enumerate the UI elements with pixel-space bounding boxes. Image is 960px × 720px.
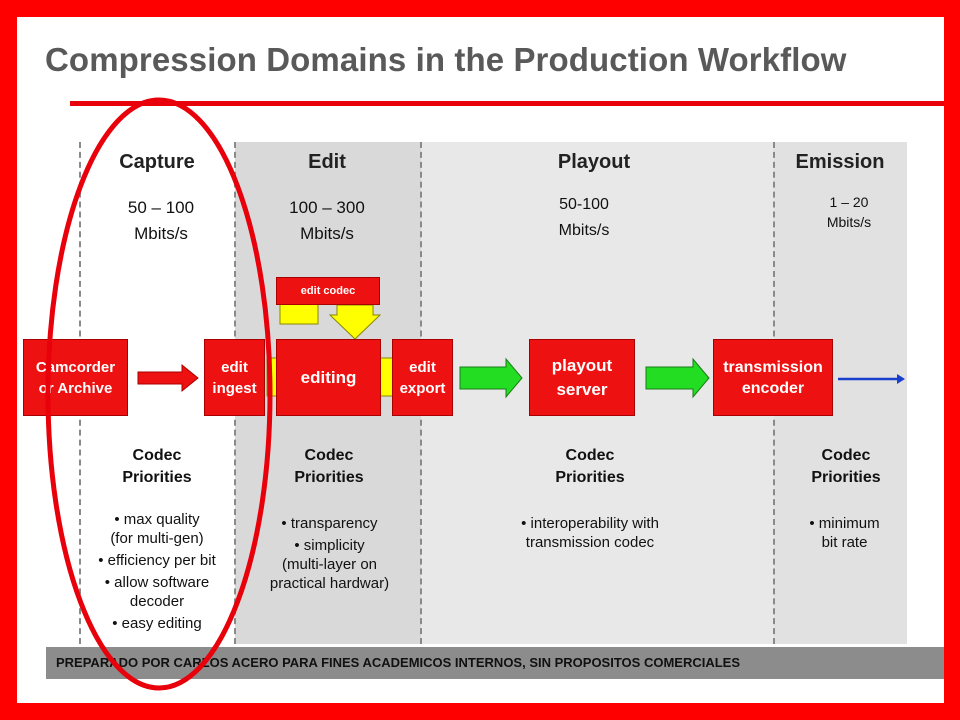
priorities-label: Priorities (811, 469, 881, 486)
bullet-item: • transparency (247, 514, 412, 533)
bullet-line: transmission codec (525, 534, 655, 551)
box-label: or Archive (38, 379, 113, 397)
bullet-item: • allow software decoder (81, 573, 233, 611)
rate-unit: Mbits/s (558, 222, 610, 239)
bullets-playout: • interoperability with transmission code… (490, 514, 690, 555)
priorities-label: Codec (565, 447, 615, 464)
bullets-emission: • minimum bit rate (787, 514, 902, 555)
edit-export-box: edit export (392, 339, 453, 416)
bullet-item: • interoperability with transmission code… (490, 514, 690, 552)
green-arrow (645, 357, 710, 399)
edit-codec-box: edit codec (276, 277, 380, 305)
bullets-edit: • transparency • simplicity (multi-layer … (247, 514, 412, 596)
bullet-line: • max quality (114, 511, 200, 528)
transmission-encoder-box: transmission encoder (713, 339, 833, 416)
yellow-down-arrow (328, 304, 382, 340)
blue-arrow-head (897, 374, 905, 384)
priorities-label: Codec (821, 447, 871, 464)
box-label: Camcorder (35, 358, 116, 376)
bullet-line: (for multi-gen) (110, 530, 204, 547)
priorities-label: Codec (304, 447, 354, 464)
box-label: editing (300, 368, 357, 387)
title-underline (70, 101, 944, 106)
priorities-label: Codec (132, 447, 182, 464)
header-emission: Emission (795, 151, 885, 173)
box-label: edit (409, 358, 436, 376)
bullets-capture: • max quality (for multi-gen) • efficienc… (81, 510, 233, 636)
box-label: encoder (741, 379, 805, 397)
bullet-line: (multi-layer on (281, 556, 378, 573)
bullet-item: • minimum bit rate (787, 514, 902, 552)
rate-value: 50-100 (559, 196, 609, 213)
bullet-line: • interoperability with (521, 515, 659, 532)
slide-title: Compression Domains in the Production Wo… (45, 41, 847, 78)
bullet-item: • easy editing (81, 614, 233, 633)
priorities-label: Priorities (122, 469, 192, 486)
edit-ingest-box: edit ingest (204, 339, 265, 416)
bullet-item: • simplicity (multi-layer on practical har… (247, 536, 412, 593)
box-label: transmission (723, 358, 823, 376)
editing-box: editing (276, 339, 381, 416)
rate-edit: 100 – 300 Mbits/s (262, 195, 392, 247)
bullet-line: • efficiency per bit (98, 552, 216, 569)
bullet-line: practical hardwar) (269, 575, 390, 592)
box-label: playout (551, 355, 613, 375)
bullet-line: • easy editing (112, 615, 202, 632)
box-label: export (399, 379, 446, 397)
footer-disclaimer: PREPARADO POR CARLOS ACERO PARA FINES AC… (46, 647, 944, 679)
green-arrow (459, 357, 523, 399)
priorities-capture: Codec Priorities (102, 445, 212, 489)
header-playout: Playout (557, 151, 631, 173)
priorities-edit: Codec Priorities (274, 445, 384, 489)
rate-emission: 1 – 20 Mbits/s (804, 192, 894, 232)
camcorder-archive-box: Camcorder or Archive (23, 339, 128, 416)
priorities-emission: Codec Priorities (791, 445, 901, 489)
bullet-line: • minimum (809, 515, 880, 532)
box-label: ingest (212, 379, 257, 397)
priorities-label: Priorities (294, 469, 364, 486)
slide: Compression Domains in the Production Wo… (17, 17, 944, 703)
rate-unit: Mbits/s (300, 224, 354, 243)
bullet-line: • simplicity (294, 537, 365, 554)
rate-playout: 50-100 Mbits/s (534, 192, 634, 244)
priorities-label: Priorities (555, 469, 625, 486)
box-label: server (556, 379, 608, 399)
box-label: edit (221, 358, 248, 376)
priorities-playout: Codec Priorities (535, 445, 645, 489)
rate-value: 100 – 300 (289, 198, 365, 217)
bullet-item: • max quality (for multi-gen) (81, 510, 233, 548)
rate-unit: Mbits/s (826, 214, 872, 230)
header-edit: Edit (308, 151, 346, 173)
red-arrow (137, 363, 199, 393)
bullet-line: • transparency (281, 515, 378, 532)
bullet-line: bit rate (821, 534, 868, 551)
bullet-line: decoder (129, 593, 185, 610)
playout-server-box: playout server (529, 339, 635, 416)
bullet-item: • efficiency per bit (81, 551, 233, 570)
bullet-line: • allow software (104, 574, 210, 591)
rate-value: 1 – 20 (829, 194, 869, 210)
